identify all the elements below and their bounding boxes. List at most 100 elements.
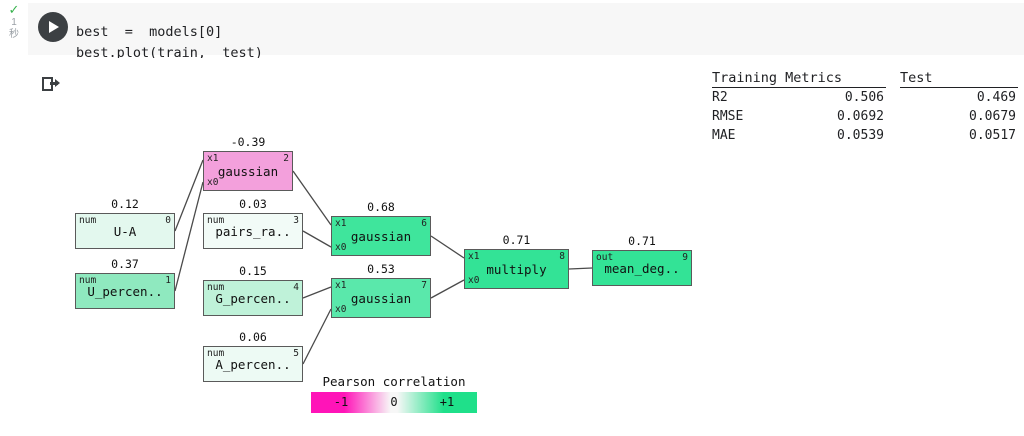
metric-train-value: 0.0692	[837, 109, 884, 124]
node-port-num: num	[207, 348, 225, 359]
node-port-num: num	[207, 215, 225, 226]
node-index: 5	[293, 348, 299, 359]
node-correlation-5: 0.06	[239, 330, 267, 344]
node-index: 8	[559, 251, 565, 262]
legend-title: Pearson correlation	[322, 374, 466, 389]
node-port-x0: x0	[207, 177, 219, 188]
node-correlation-2: -0.39	[230, 135, 266, 149]
node-label: mean_deg..	[604, 261, 680, 276]
graph-edge-3-6	[302, 230, 332, 248]
node-port-x1: x1	[335, 218, 347, 229]
metric-test-value: 0.0679	[969, 109, 1016, 124]
graph-node-7[interactable]: x1 x0 7 gaussian	[331, 278, 431, 318]
node-label: gaussian	[350, 291, 412, 306]
legend-tick-mid: 0	[390, 395, 398, 409]
node-label: gaussian	[217, 164, 279, 179]
node-index: 9	[682, 252, 688, 263]
node-index: 4	[293, 282, 299, 293]
notebook-cell: ✓ 1 秒 best = models[0] best.plot(train, …	[0, 0, 1024, 61]
node-correlation-3: 0.03	[239, 197, 267, 211]
node-label: multiply	[486, 262, 547, 277]
elapsed-unit: 秒	[9, 29, 19, 40]
output-arrow-icon	[42, 76, 60, 94]
node-correlation-4: 0.15	[239, 264, 267, 278]
node-port-num: num	[79, 215, 97, 226]
node-port-x1: x1	[468, 251, 480, 262]
check-icon: ✓	[8, 3, 20, 18]
graph-edge-8-9	[568, 267, 593, 270]
node-port-x0: x0	[335, 242, 347, 253]
graph-node-8[interactable]: x1 x0 8 multiply	[464, 249, 569, 289]
code-cell-body[interactable]: best = models[0] best.plot(train, test)	[28, 3, 1024, 61]
code-editor[interactable]: best = models[0] best.plot(train, test)	[76, 23, 263, 61]
node-correlation-9: 0.71	[628, 234, 656, 248]
metric-spacer	[886, 88, 900, 108]
node-correlation-7: 0.53	[367, 262, 395, 276]
metric-spacer	[886, 126, 900, 145]
metric-name: R2	[712, 90, 728, 105]
node-port-num: num	[79, 275, 97, 286]
node-port-x0: x0	[335, 304, 347, 315]
table-row: RMSE 0.0692 0.0679	[712, 107, 1018, 126]
correlation-legend: Pearson correlation -1 0 +1	[311, 374, 477, 413]
graph-edge-5-7	[302, 308, 332, 365]
metric-train-value: 0.0539	[837, 128, 884, 143]
graph-edge-1-2	[174, 181, 204, 292]
node-correlation-0: 0.12	[111, 197, 139, 211]
metric-train-value: 0.506	[844, 90, 884, 105]
node-index: 3	[293, 215, 299, 226]
metric-test-value: 0.0517	[969, 128, 1016, 143]
elapsed-value: 1	[11, 17, 17, 28]
graph-edge-6-8	[430, 235, 465, 259]
graph-edge-7-8	[430, 279, 465, 299]
node-label: gaussian	[350, 229, 412, 244]
graph-edge-2-6	[292, 170, 332, 226]
legend-tick-max: +1	[439, 395, 455, 409]
legend-tick-min: -1	[333, 395, 349, 409]
cell-gutter: ✓ 1 秒	[0, 0, 28, 58]
node-port-x1: x1	[335, 280, 347, 291]
legend-gradient-bar: -1 0 +1	[311, 392, 477, 413]
table-header-row: Training Metrics Test	[712, 70, 1018, 88]
training-metrics-header: Training Metrics	[712, 70, 886, 88]
node-correlation-6: 0.68	[367, 200, 395, 214]
metric-name: MAE	[712, 128, 736, 143]
header-spacer	[886, 70, 900, 88]
node-port-num: num	[207, 282, 225, 293]
graph-node-6[interactable]: x1 x0 6 gaussian	[331, 216, 431, 256]
metric-test-value: 0.469	[976, 90, 1016, 105]
graph-node-2[interactable]: x1 x0 2 gaussian	[203, 151, 293, 191]
node-correlation-1: 0.37	[111, 257, 139, 271]
graph-edge-4-7	[302, 286, 332, 299]
node-index: 2	[283, 153, 289, 164]
graph-edge-0-2	[174, 159, 204, 232]
metric-name: RMSE	[712, 109, 744, 124]
node-label: U-A	[113, 224, 137, 239]
node-label: G_percen..	[215, 291, 291, 306]
graph-edges	[174, 159, 593, 365]
test-header: Test	[900, 70, 1018, 88]
metric-spacer	[886, 107, 900, 126]
node-index: 7	[421, 280, 427, 291]
node-index: 6	[421, 218, 427, 229]
table-row: R2 0.506 0.469	[712, 88, 1018, 108]
node-correlation-8: 0.71	[502, 233, 531, 247]
node-port-out: out	[596, 252, 614, 263]
node-label: pairs_ra..	[215, 224, 291, 239]
node-label: U_percen..	[87, 284, 163, 299]
node-index: 1	[165, 275, 171, 286]
node-index: 0	[165, 215, 171, 226]
node-port-x0: x0	[468, 275, 480, 286]
node-port-x1: x1	[207, 153, 219, 164]
table-row: MAE 0.0539 0.0517	[712, 126, 1018, 145]
play-icon[interactable]	[38, 12, 68, 42]
node-label: A_percen..	[215, 357, 291, 372]
